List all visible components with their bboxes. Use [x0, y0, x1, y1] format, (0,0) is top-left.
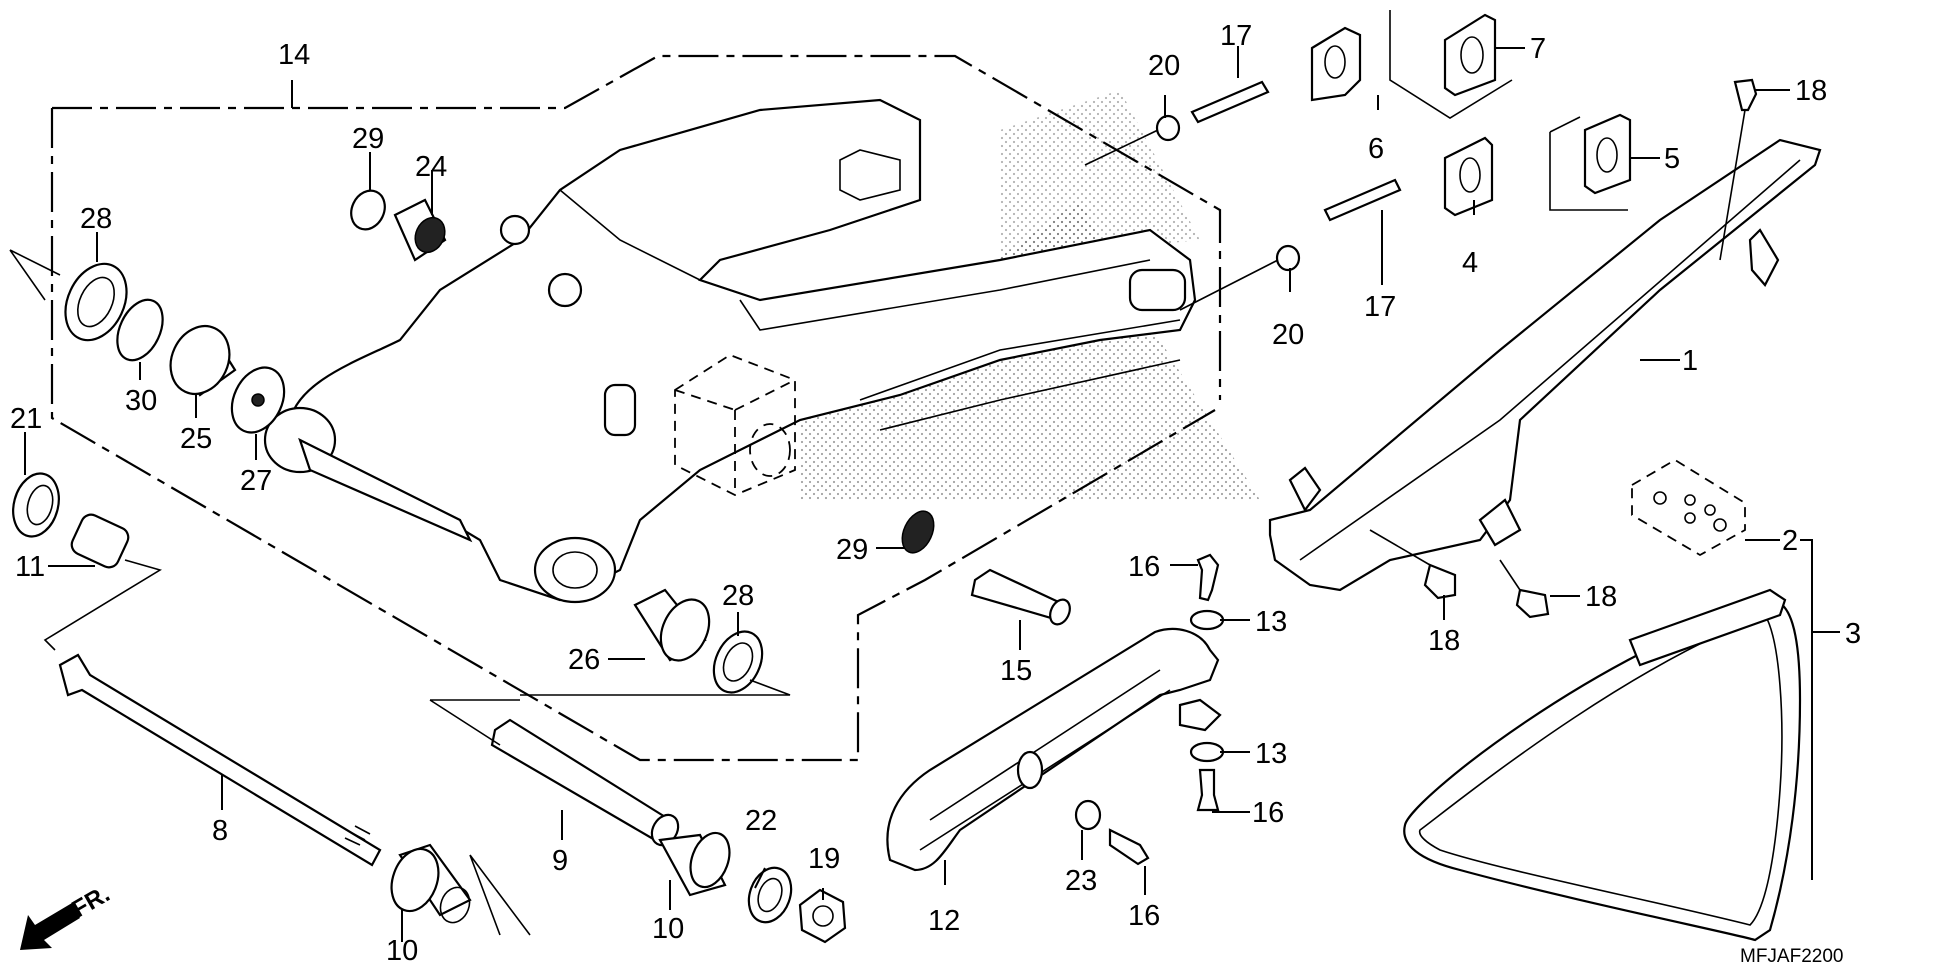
callout-29-upper[interactable]: 29	[352, 123, 384, 155]
callout-26[interactable]: 26	[568, 644, 600, 676]
callout-5[interactable]: 5	[1664, 143, 1680, 175]
callout-13-lower[interactable]: 13	[1255, 738, 1287, 770]
callout-16-right[interactable]: 16	[1252, 797, 1284, 829]
callout-2[interactable]: 2	[1782, 525, 1798, 557]
adjuster-parts-left	[12, 472, 162, 651]
swingarm-group-boundary	[50, 54, 1222, 762]
callout-27[interactable]: 27	[240, 465, 272, 497]
callout-15[interactable]: 15	[1000, 655, 1032, 687]
callout-28-upper[interactable]: 28	[80, 203, 112, 235]
pivot-bolt	[58, 653, 382, 867]
callout-28-lower[interactable]: 28	[722, 580, 754, 612]
front-arrow-icon	[20, 903, 80, 950]
front-direction-marker: FR.	[20, 880, 114, 950]
callout-22[interactable]: 22	[745, 805, 777, 837]
callout-12[interactable]: 12	[928, 905, 960, 937]
leader-lines	[24, 46, 1840, 942]
chain-slider	[886, 628, 1222, 872]
drive-chain	[1403, 588, 1802, 942]
callout-10-left[interactable]: 10	[386, 935, 418, 966]
callout-30[interactable]: 30	[125, 385, 157, 417]
callout-8[interactable]: 8	[212, 815, 228, 847]
callout-4[interactable]: 4	[1462, 247, 1478, 279]
callout-24[interactable]: 24	[415, 151, 447, 183]
callout-13-upper[interactable]: 13	[1255, 606, 1287, 638]
callout-16-upper[interactable]: 16	[1128, 551, 1160, 583]
slider-hardware	[1074, 553, 1225, 866]
callout-18-right[interactable]: 18	[1585, 581, 1617, 613]
chain-case	[1268, 138, 1822, 592]
callout-11[interactable]: 11	[15, 551, 45, 583]
chain-case-bolts	[1369, 78, 1758, 619]
callout-17-upper[interactable]: 17	[1220, 20, 1252, 52]
chain-adjusters	[1084, 10, 1632, 311]
callout-20-lower[interactable]: 20	[1272, 319, 1304, 351]
callout-9[interactable]: 9	[552, 845, 568, 877]
callout-1[interactable]: 1	[1682, 345, 1698, 377]
swingarm-body	[263, 98, 1197, 604]
callout-7[interactable]: 7	[1530, 33, 1546, 65]
callout-29-lower[interactable]: 29	[836, 534, 868, 566]
callout-6[interactable]: 6	[1368, 133, 1384, 165]
callout-18-top[interactable]: 18	[1795, 75, 1827, 107]
callout-25[interactable]: 25	[180, 423, 212, 455]
callout-21[interactable]: 21	[10, 403, 42, 435]
lower-bearings	[520, 510, 1071, 696]
callout-16-lower[interactable]: 16	[1128, 900, 1160, 932]
callout-19[interactable]: 19	[808, 843, 840, 875]
callout-14[interactable]: 14	[278, 39, 310, 71]
callout-3[interactable]: 3	[1845, 618, 1861, 650]
callout-23[interactable]: 23	[1065, 865, 1097, 897]
callout-20-upper[interactable]: 20	[1148, 50, 1180, 82]
left-pivot-parts	[9, 189, 447, 434]
diagram-code: MFJAF2200	[1740, 946, 1843, 966]
joint-kit	[1631, 458, 1746, 557]
callout-10-right[interactable]: 10	[652, 913, 684, 945]
pivot-collar	[429, 699, 680, 847]
callout-18-left[interactable]: 18	[1428, 625, 1460, 657]
pivot-hardware	[390, 831, 847, 944]
callout-17-lower[interactable]: 17	[1364, 291, 1396, 323]
callout-labels: 14 28 30 25 27 29 24 21 11 8 10 9 10 26 …	[10, 20, 1861, 966]
